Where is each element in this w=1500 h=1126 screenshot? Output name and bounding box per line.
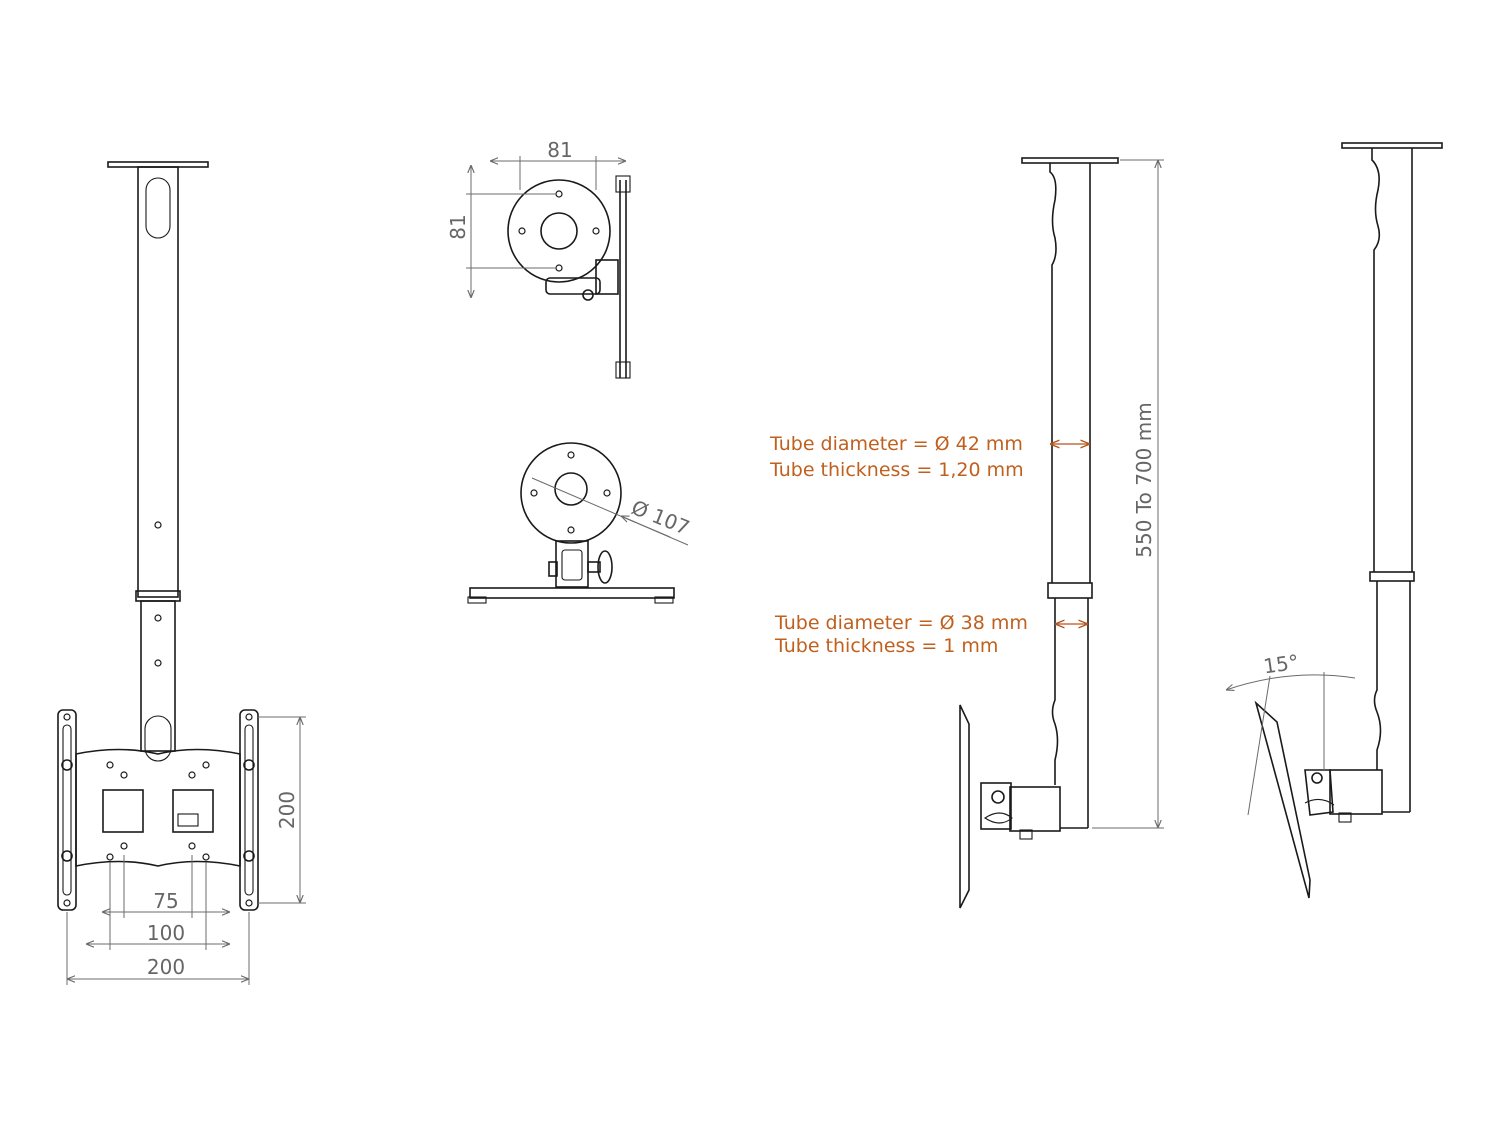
plate-hole — [555, 190, 563, 198]
plate-hole — [555, 264, 563, 272]
plate-center-hole — [554, 472, 588, 506]
side-bracket — [595, 259, 619, 295]
tilt-angle: 15° — [1262, 650, 1300, 679]
bracket-detail — [984, 812, 1013, 824]
upper-tube-left — [1371, 148, 1381, 572]
base-plate — [469, 587, 675, 599]
clamp-knob — [582, 289, 594, 301]
pin-hole — [154, 521, 162, 529]
upper-tube-diameter: Tube diameter = Ø 42 mm — [769, 433, 1023, 455]
tilt-bolt — [991, 790, 1005, 804]
tv-plate-tilted — [1254, 700, 1311, 899]
rail-bolt — [61, 850, 73, 862]
tilt-screw — [1338, 812, 1352, 823]
dim-200-width: 200 — [147, 955, 185, 979]
plate-lip — [615, 175, 631, 193]
vesa-hole — [106, 761, 114, 769]
height-range: 550 To 700 mm — [1132, 402, 1156, 557]
pin-hole — [154, 614, 162, 622]
vesa-hole — [188, 771, 196, 779]
bracket-knob — [177, 813, 199, 827]
lower-tube-left — [1051, 598, 1059, 785]
plate-side-view: Ø 107 — [467, 442, 693, 604]
lower-tube-thickness: Tube thickness = 1 mm — [774, 635, 998, 657]
vesa-hole — [106, 853, 114, 861]
tilt-head — [1329, 769, 1383, 815]
plate-hole — [592, 227, 600, 235]
vesa-hole — [120, 771, 128, 779]
pivot-bolt — [548, 561, 558, 577]
tilt-bolt — [1311, 772, 1323, 784]
left-bracket — [102, 789, 144, 833]
vesa-hole — [120, 842, 128, 850]
tube-collar — [1047, 582, 1093, 599]
tilt-knob — [597, 550, 613, 584]
rail-bolt — [61, 759, 73, 771]
tube-slot — [144, 715, 172, 762]
upper-tube-thickness: Tube thickness = 1,20 mm — [769, 459, 1024, 481]
left-rail — [57, 709, 77, 911]
vesa-hole — [202, 853, 210, 861]
tilt-head — [1009, 786, 1061, 832]
center-plate — [75, 748, 241, 867]
base-foot — [654, 596, 674, 604]
lower-tube-left — [1373, 581, 1382, 770]
plate-disc — [520, 442, 622, 544]
rail-bolt — [243, 850, 255, 862]
tilt-view: 15° — [1226, 142, 1443, 899]
front-view: 75 100 200 200 — [57, 161, 306, 985]
rail-bolt — [243, 759, 255, 771]
plate-top-view: 81 81 — [446, 138, 631, 379]
rail-hole — [63, 899, 71, 907]
tube-collar — [1369, 571, 1415, 582]
rail-hole — [245, 899, 253, 907]
plate-hole — [603, 489, 611, 497]
rail-hole — [245, 713, 253, 721]
plate-hole — [530, 489, 538, 497]
vesa-hole — [202, 761, 210, 769]
plate-hole — [567, 526, 575, 534]
plate-hole — [567, 451, 575, 459]
rail-hole — [63, 713, 71, 721]
right-bracket — [172, 789, 214, 833]
upper-tube-left — [1049, 163, 1057, 583]
tube-collar — [135, 590, 181, 602]
lower-tube-diameter: Tube diameter = Ø 38 mm — [774, 612, 1028, 634]
rail-slot — [244, 724, 254, 896]
vesa-hole — [188, 842, 196, 850]
plate-hole — [518, 227, 526, 235]
dim-81-height: 81 — [446, 214, 470, 239]
pin-hole — [154, 659, 162, 667]
bracket-detail — [1304, 798, 1335, 806]
dim-75: 75 — [153, 889, 178, 913]
base-foot — [467, 596, 487, 604]
dim-100: 100 — [147, 921, 185, 945]
mount-bracket — [980, 782, 1012, 830]
tilt-screw — [1019, 829, 1033, 840]
plate-center-hole — [540, 212, 578, 250]
right-rail — [239, 709, 259, 911]
ceiling-plate — [1021, 157, 1119, 164]
pivot-inner — [561, 549, 583, 581]
upper-tube — [137, 166, 179, 598]
tube-slot — [145, 177, 171, 239]
plate-lip — [615, 361, 631, 379]
ceiling-plate — [1341, 142, 1443, 149]
dim-200-height: 200 — [275, 791, 299, 829]
dim-81-width: 81 — [547, 138, 572, 162]
side-view: Tube diameter = Ø 42 mm Tube thickness =… — [769, 157, 1164, 909]
knob-shaft — [587, 561, 601, 573]
mount-bracket — [1304, 769, 1334, 816]
clamp-block — [545, 277, 601, 295]
rail-slot — [62, 724, 72, 896]
plate-disc — [507, 179, 611, 283]
tv-plate — [959, 704, 970, 909]
lower-tube — [140, 600, 176, 752]
